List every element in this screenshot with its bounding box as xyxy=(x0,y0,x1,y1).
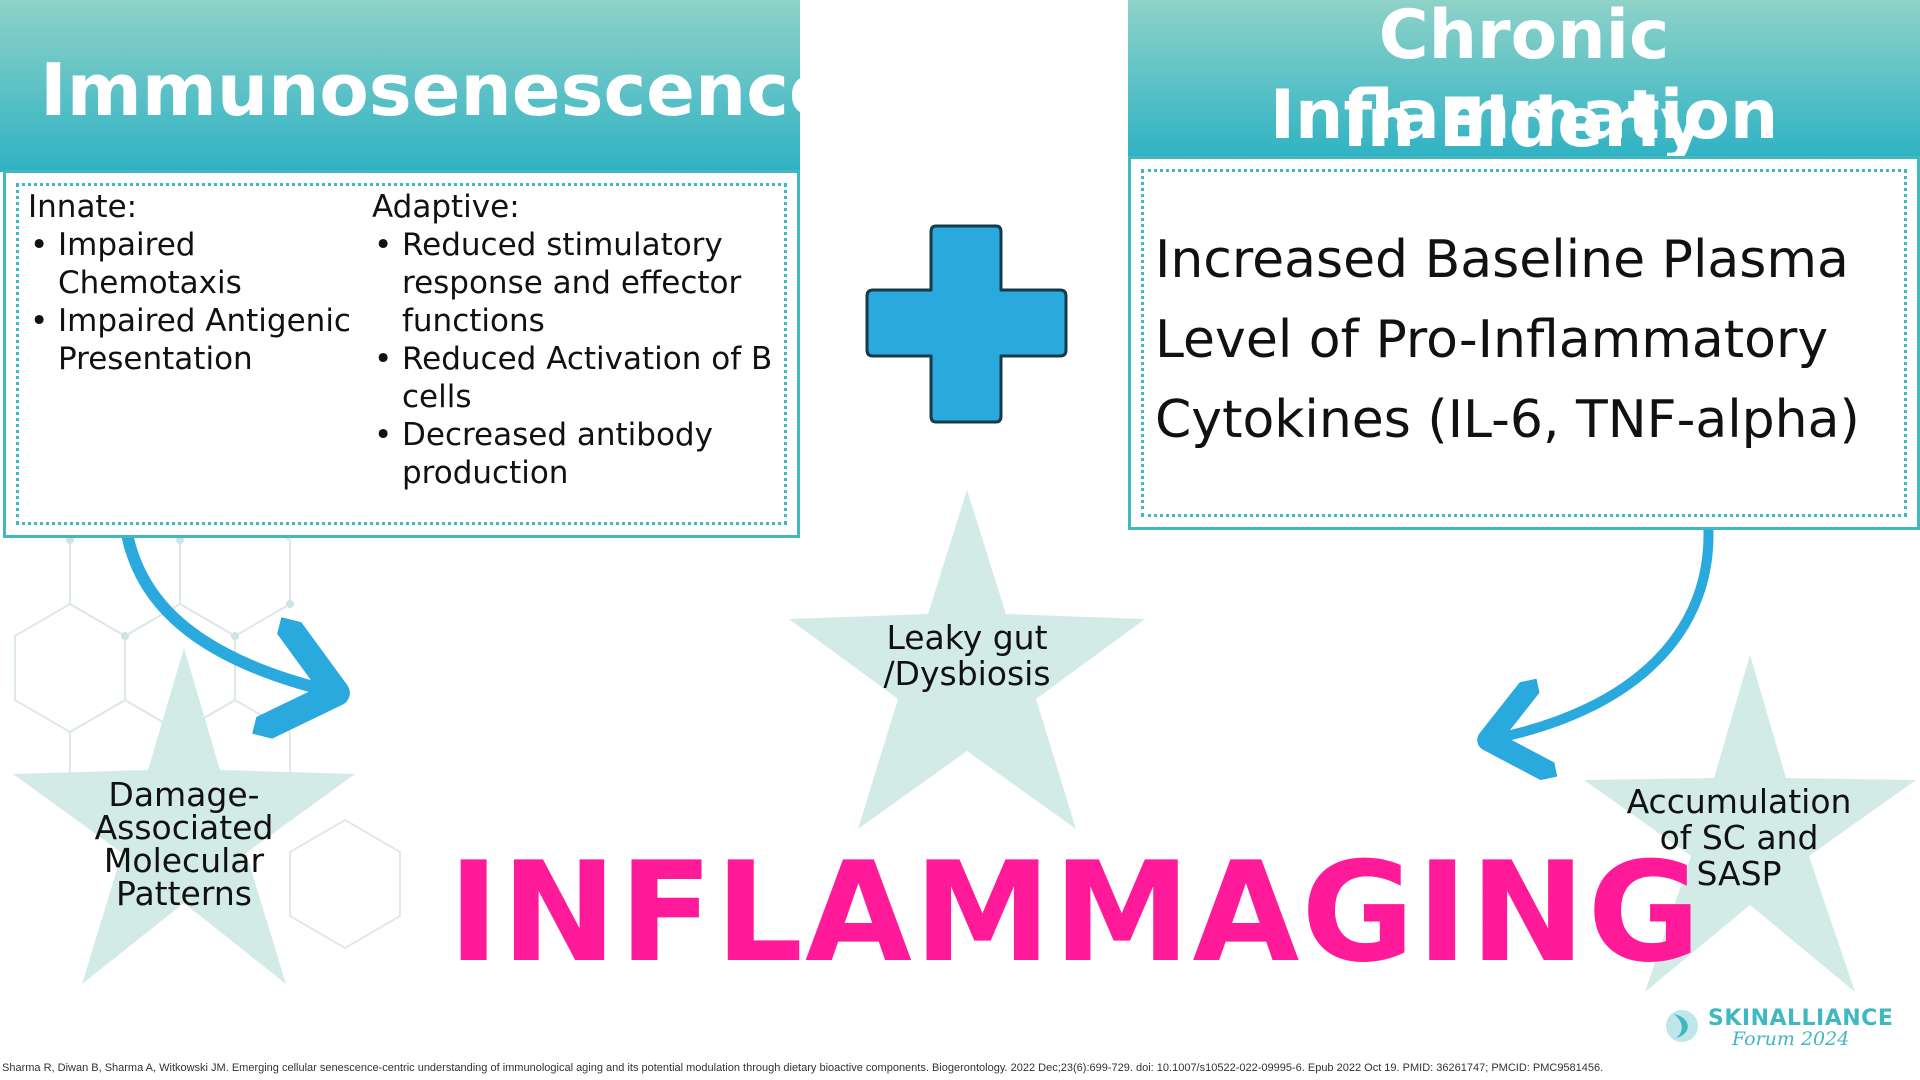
adaptive-column: Adaptive: Reduced stimulatory response a… xyxy=(372,188,782,492)
innate-heading: Innate: xyxy=(28,189,138,225)
innate-list: Impaired Chemotaxis Impaired Antigenic P… xyxy=(28,226,358,378)
curved-arrow-icon-right xyxy=(1498,515,1714,738)
left-title-banner xyxy=(0,0,800,172)
star-label-leaky-gut: Leaky gut /Dysbiosis xyxy=(832,620,1102,692)
logo: SKINALLIANCE Forum 2024 xyxy=(1662,1004,1893,1054)
list-item: Reduced stimulatory response and effecto… xyxy=(374,226,782,340)
star-label-line: Leaky gut xyxy=(886,618,1048,657)
chronic-inflammation-panel xyxy=(1128,156,1920,530)
star-label-line: Accumulation xyxy=(1626,782,1852,821)
star-label-line: Patterns xyxy=(116,874,252,913)
inflammaging-title: INFLAMMAGING xyxy=(448,832,1703,993)
star-label-sasp: Accumulation of SC and SASP xyxy=(1606,784,1872,892)
chronic-inflammation-panel-border xyxy=(1141,169,1907,517)
list-item: Decreased antibody production xyxy=(374,416,782,492)
star-label-line: Molecular xyxy=(103,841,265,880)
list-item: Impaired Chemotaxis xyxy=(30,226,358,302)
star-label-line: Damage- xyxy=(108,775,260,814)
cytokines-line2: Level of Pro-Inflammatory xyxy=(1155,310,1829,370)
logo-name: SKINALLIANCE xyxy=(1708,1006,1894,1031)
right-title-banner xyxy=(1128,0,1920,158)
plus-icon xyxy=(865,224,1068,424)
cytokines-line1: Increased Baseline Plasma xyxy=(1155,230,1849,290)
logo-mark-icon xyxy=(1666,1010,1698,1042)
star-label-line: /Dysbiosis xyxy=(883,654,1051,693)
immunosenescence-title: Immunosenescence xyxy=(40,48,838,132)
star-label-line: Associated xyxy=(94,808,274,847)
star-label-line: of SC and xyxy=(1659,818,1819,857)
chronic-inflammation-title-line2: in Elderly xyxy=(1343,84,1705,163)
chronic-inflammation-title-line1: Chronic Inflammation xyxy=(1269,0,1779,155)
immunosenescence-panel-border xyxy=(16,183,787,525)
star-label-damps: Damage- Associated Molecular Patterns xyxy=(52,778,316,910)
list-item: Impaired Antigenic Presentation xyxy=(30,302,358,378)
logo-subtitle: Forum 2024 xyxy=(1732,1028,1850,1050)
innate-column: Innate: Impaired Chemotaxis Impaired Ant… xyxy=(28,188,358,378)
star-label-line: SASP xyxy=(1696,854,1782,893)
cytokines-line3: Cytokines (IL-6, TNF-alpha) xyxy=(1155,390,1860,450)
star-shape-right xyxy=(1584,655,1916,992)
adaptive-list: Reduced stimulatory response and effecto… xyxy=(372,226,782,492)
citation-text: Sharma R, Diwan B, Sharma A, Witkowski J… xyxy=(2,1062,1604,1074)
adaptive-heading: Adaptive: xyxy=(372,189,520,225)
star-shape-left xyxy=(13,648,355,984)
list-item: Reduced Activation of B cells xyxy=(374,340,782,416)
star-shape-center xyxy=(789,490,1145,829)
